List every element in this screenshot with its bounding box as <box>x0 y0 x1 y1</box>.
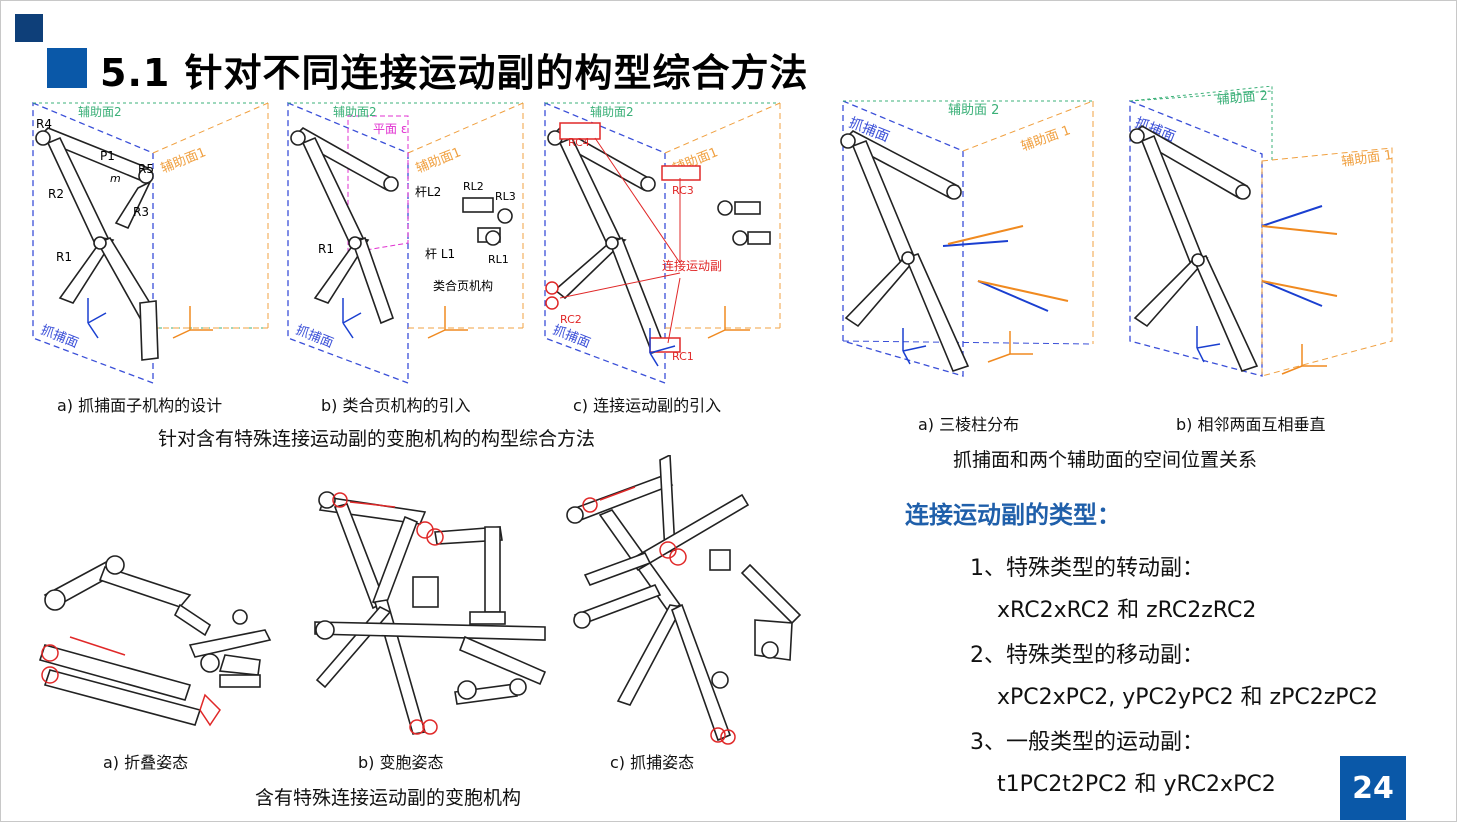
svg-text:连接运动副: 连接运动副 <box>662 258 722 273</box>
figure-folded-posture <box>38 555 272 727</box>
caption-folded: a) 折叠姿态 <box>103 753 189 772</box>
svg-text:RL3: RL3 <box>495 190 516 203</box>
svg-text:抓捕面: 抓捕面 <box>294 322 336 351</box>
figure-triangular-prism: 辅助面 2 辅助面 1 抓捕面 <box>840 100 1094 377</box>
figure-grasp-submechanism: 辅助面2 辅助面1 抓捕面 R4 P1 R5 R2 R3 R1 m <box>32 102 269 384</box>
caption-panel-a: a) 抓捕面子机构的设计 <box>57 396 223 415</box>
svg-text:类合页机构: 类合页机构 <box>433 278 493 293</box>
caption-metamorphic: b) 变胞姿态 <box>358 753 444 772</box>
svg-text:辅助面1: 辅助面1 <box>159 145 208 177</box>
joint-type-1-formula: xRC2xRC2 和 zRC2zRC2 <box>997 598 1257 623</box>
svg-text:辅助面 2: 辅助面 2 <box>1216 89 1269 108</box>
figure-hinge-mechanism: 辅助面2 平面 ε 辅助面1 抓捕面 杆L2 RL2 RL3 杆 L1 RL1 … <box>287 102 524 384</box>
svg-text:m: m <box>110 172 121 185</box>
svg-text:R4: R4 <box>36 117 52 131</box>
caption-panel-c: c) 连接运动副的引入 <box>573 396 722 415</box>
svg-text:RC2: RC2 <box>560 313 582 326</box>
caption-top-right-main: 抓捕面和两个辅助面的空间位置关系 <box>953 449 1258 471</box>
svg-text:辅助面 1: 辅助面 1 <box>1340 148 1393 170</box>
svg-text:R1: R1 <box>318 242 334 256</box>
svg-text:R5: R5 <box>138 162 154 176</box>
joint-type-3-title: 3、一般类型的运动副： <box>970 730 1204 755</box>
caption-perpendicular-b: b) 相邻两面互相垂直 <box>1176 415 1326 434</box>
svg-text:辅助面 2: 辅助面 2 <box>948 103 999 118</box>
svg-text:P1: P1 <box>100 149 115 163</box>
svg-text:辅助面 1: 辅助面 1 <box>1019 123 1072 155</box>
svg-text:辅助面2: 辅助面2 <box>590 105 634 119</box>
joint-type-1-title: 1、特殊类型的转动副： <box>970 556 1204 581</box>
svg-text:RC1: RC1 <box>672 350 694 363</box>
slide-title: 5.1 针对不同连接运动副的构型综合方法 <box>100 51 809 95</box>
svg-text:辅助面2: 辅助面2 <box>333 105 377 119</box>
figure-metamorphic-posture <box>314 491 547 735</box>
svg-text:RL2: RL2 <box>463 180 484 193</box>
page-number: 24 <box>1340 756 1406 820</box>
caption-prism-a: a) 三棱柱分布 <box>918 415 1020 434</box>
svg-text:辅助面2: 辅助面2 <box>78 105 122 119</box>
figure-grasp-posture <box>566 455 802 745</box>
svg-text:抓捕面: 抓捕面 <box>39 322 81 351</box>
svg-text:平面 ε: 平面 ε <box>373 122 407 136</box>
svg-text:辅助面1: 辅助面1 <box>414 145 463 177</box>
joint-types-heading: 连接运动副的类型： <box>905 501 1121 529</box>
caption-top-left-main: 针对含有特殊连接运动副的变胞机构的构型综合方法 <box>158 428 596 450</box>
title-decor-big-square <box>47 48 87 88</box>
svg-text:R1: R1 <box>56 250 72 264</box>
caption-panel-b: b) 类合页机构的引入 <box>321 396 471 415</box>
caption-grasp: c) 抓捕姿态 <box>610 753 695 772</box>
svg-text:RC4: RC4 <box>568 136 590 149</box>
joint-type-3-formula: t1PC2t2PC2 和 yRC2xPC2 <box>997 772 1276 797</box>
svg-text:R3: R3 <box>133 205 149 219</box>
svg-text:杆 L1: 杆 L1 <box>425 247 455 261</box>
svg-text:R2: R2 <box>48 187 64 201</box>
svg-text:抓捕面: 抓捕面 <box>551 322 593 351</box>
svg-text:RL1: RL1 <box>488 253 509 266</box>
joint-type-2-formula: xPC2xPC2, yPC2yPC2 和 zPC2zPC2 <box>997 685 1378 710</box>
figure-connection-joints: 辅助面2 辅助面1 抓捕面 RC4 RC3 RC2 RC1 连接运动副 <box>544 102 781 384</box>
svg-text:RC3: RC3 <box>672 184 694 197</box>
svg-text:杆L2: 杆L2 <box>415 185 441 199</box>
figure-perpendicular-planes: 辅助面 2 辅助面 1 抓捕面 <box>1129 86 1393 377</box>
joint-type-2-title: 2、特殊类型的移动副： <box>970 643 1204 668</box>
caption-bottom-main: 含有特殊连接运动副的变胞机构 <box>255 787 522 809</box>
title-decor-small-square <box>15 14 43 42</box>
